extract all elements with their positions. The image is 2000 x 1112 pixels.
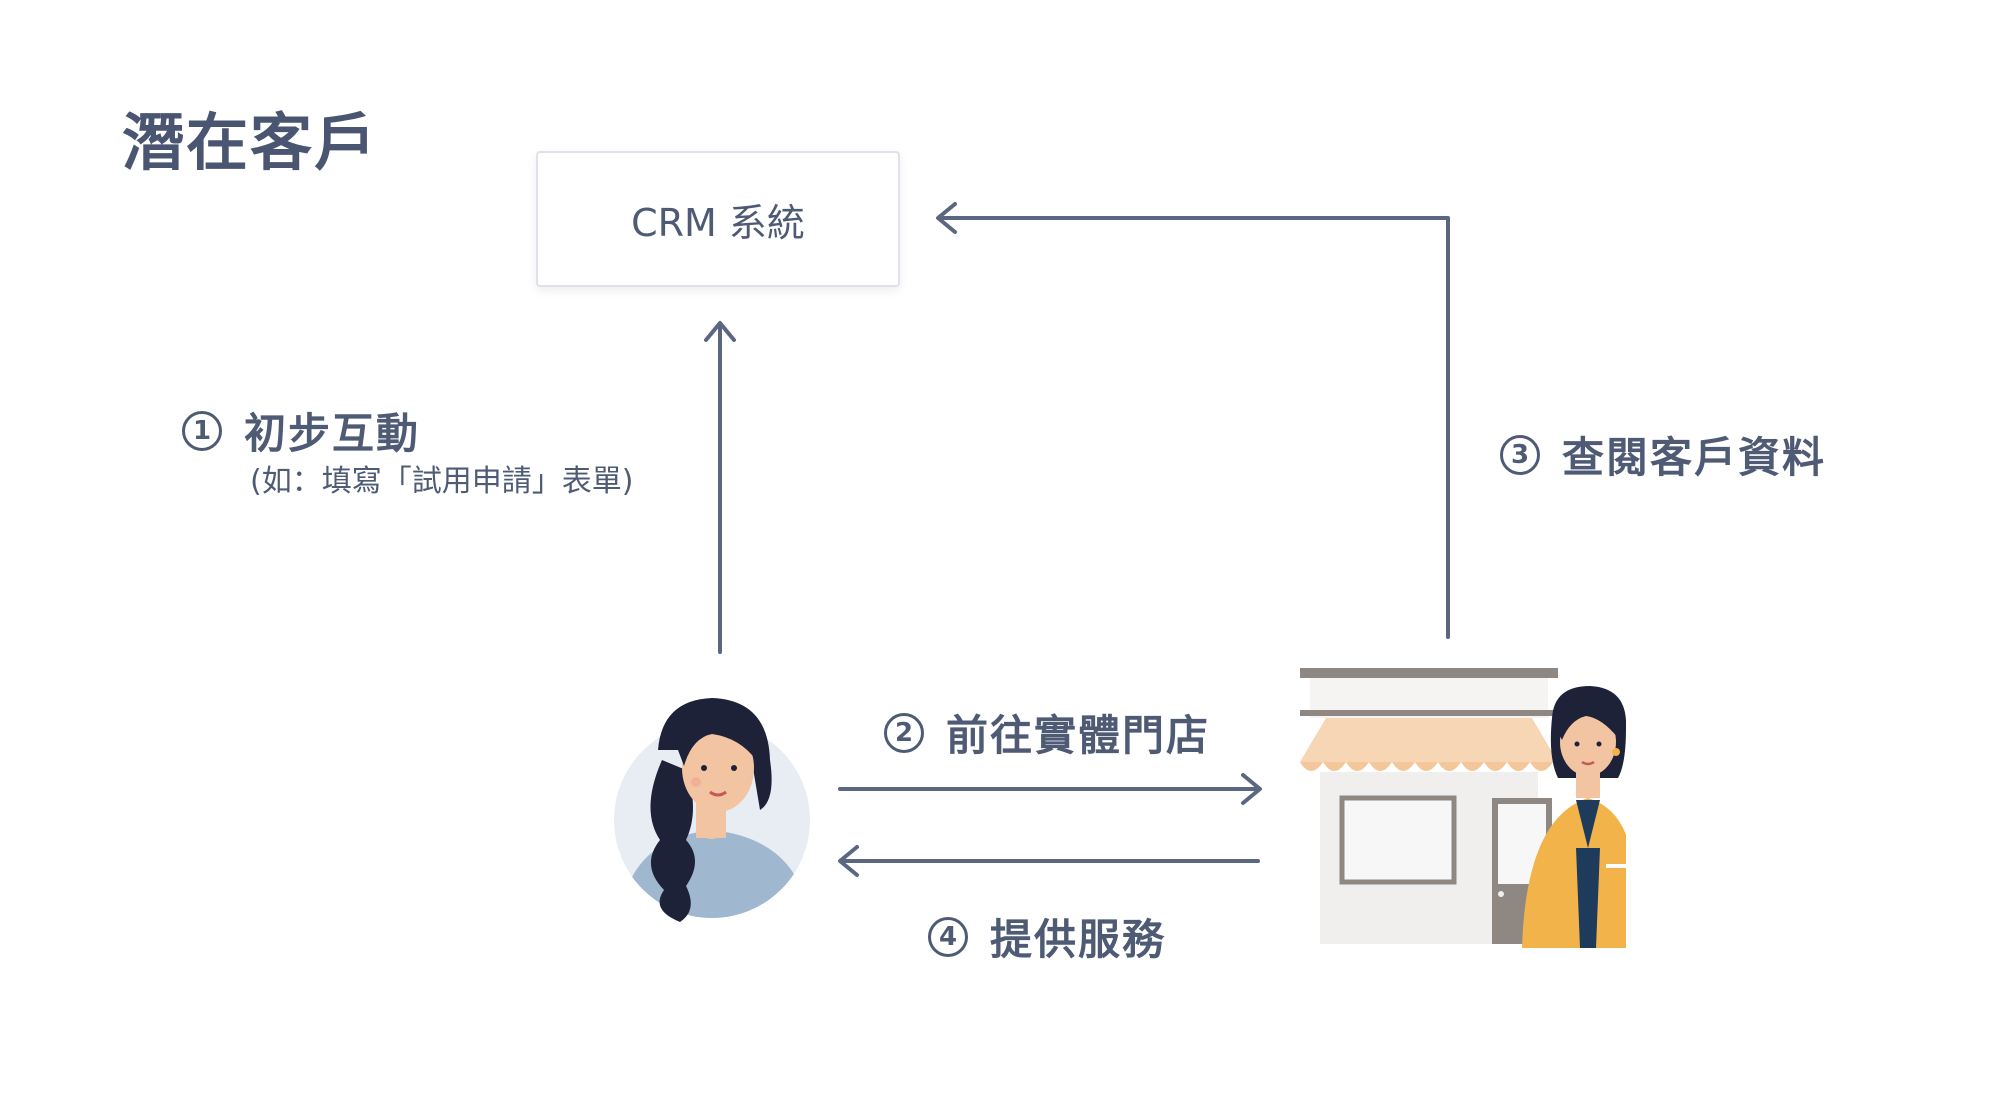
arrow-store-to-customer	[838, 845, 1260, 877]
step-3-label: 3 查閱客戶資料	[1500, 424, 1826, 485]
page-title: 潛在客戶	[122, 106, 379, 179]
step-4-text: 提供服務	[990, 915, 1167, 964]
step-2-label: 2 前往實體門店	[884, 702, 1210, 763]
step-2-number: 2	[884, 712, 924, 753]
crm-system-box: CRM 系統	[536, 151, 900, 287]
arrow-customer-to-crm	[704, 321, 736, 654]
step-3-number: 3	[1500, 434, 1540, 475]
arrow-store-to-crm	[936, 202, 1450, 639]
customer-avatar-illustration	[614, 698, 810, 922]
arrow-customer-to-store	[838, 773, 1262, 805]
step-1-text: 初步互動	[244, 409, 421, 458]
step-1-label: 1 初步互動	[182, 400, 420, 461]
step-1-number: 1	[182, 410, 222, 451]
step-3-text: 查閱客戶資料	[1562, 433, 1827, 482]
crm-system-label: CRM 系統	[631, 200, 805, 245]
step-4-label: 4 提供服務	[928, 906, 1166, 967]
step-2-text: 前往實體門店	[946, 711, 1211, 760]
store-illustration	[1300, 668, 1626, 948]
step-1-note: (如：填寫「試用申請」表單)	[250, 464, 634, 499]
step-4-number: 4	[928, 916, 968, 957]
